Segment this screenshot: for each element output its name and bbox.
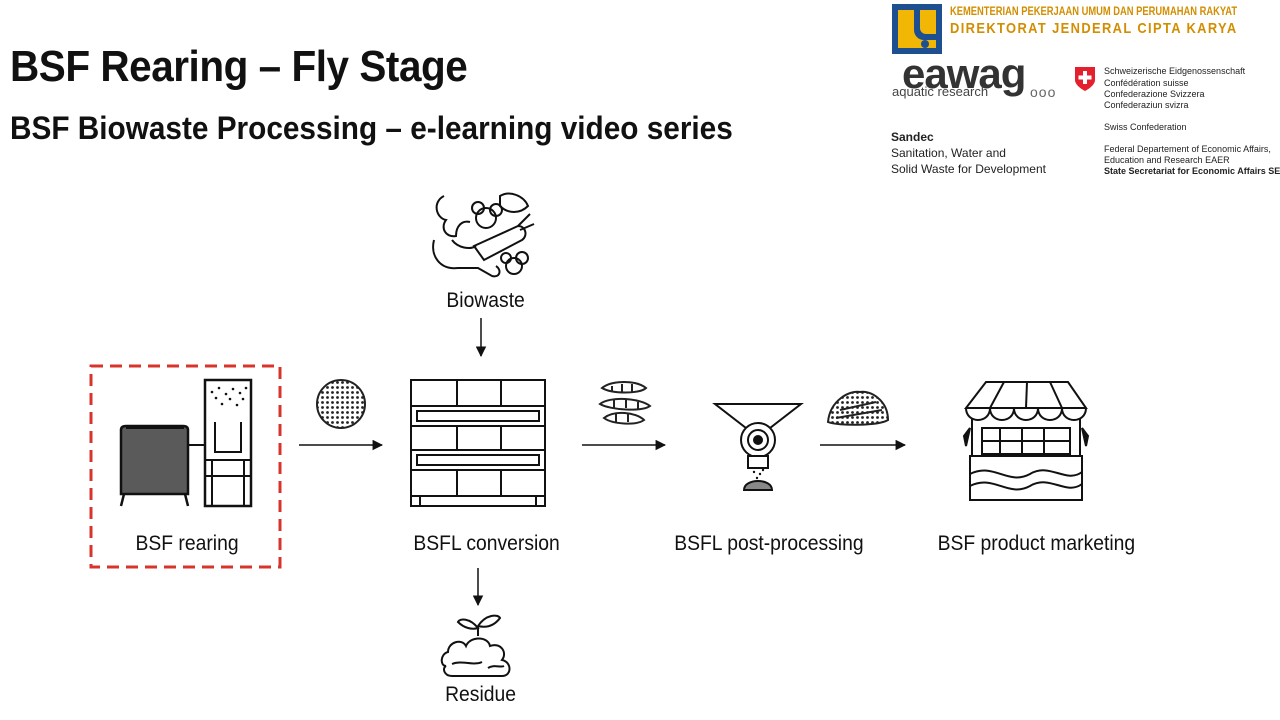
node-label-bsfl-post-processing: BSFL post-processing: [674, 532, 864, 555]
bsfl-post-processing-icon: [712, 403, 804, 491]
node-label-bsfl-conversion: BSFL conversion: [413, 532, 560, 555]
swiss-line: Swiss Confederation: [1104, 122, 1187, 132]
swiss-line: Confederazione Svizzera: [1104, 89, 1205, 99]
swiss-line: Federal Departement of Economic Affairs,: [1104, 144, 1271, 154]
sandec-description-line1: Sanitation, Water and: [891, 146, 1006, 160]
residue-icon: [440, 614, 511, 677]
page-title: BSF Rearing – Fly Stage: [10, 42, 468, 91]
sandec-description-line2: Solid Waste for Development: [891, 162, 1046, 176]
eawag-tagline: aquatic research: [892, 84, 989, 99]
bsf-eggs-icon: [316, 379, 366, 429]
swiss-line: State Secretariat for Economic Affairs S…: [1104, 166, 1280, 176]
swiss-line: Education and Research EAER: [1104, 155, 1230, 165]
market-stall-icon: [962, 381, 1090, 501]
ministry-name-line1: KEMENTERIAN PEKERJAAN UMUM DAN PERUMAHAN…: [950, 4, 1238, 18]
active-stage-highlight: [89, 364, 282, 569]
page-subtitle: BSF Biowaste Processing – e-learning vid…: [10, 110, 733, 146]
node-label-bsf-product-marketing: BSF product marketing: [937, 532, 1136, 555]
sandec-name: Sandec: [891, 130, 934, 144]
biowaste-icon: [432, 192, 535, 278]
bsf-rearing-icon: [119, 378, 253, 508]
swiss-shield-icon: [1075, 67, 1095, 91]
node-label-bsf-rearing: BSF rearing: [135, 532, 239, 555]
swiss-line: Confédération suisse: [1104, 78, 1189, 88]
larvae-icon: [598, 381, 652, 425]
swiss-line: Schweizerische Eidgenossenschaft: [1104, 66, 1246, 76]
swiss-line: Confederaziun svizra: [1104, 100, 1189, 110]
bsf-product-icon: [826, 390, 890, 426]
ministry-logo-icon: [892, 4, 942, 54]
eawag-wordmark: eawag: [902, 50, 1026, 97]
bsfl-conversion-icon: [410, 379, 546, 507]
node-label-residue: Residue: [445, 683, 516, 706]
ministry-name-line2: DIREKTORAT JENDERAL CIPTA KARYA: [950, 20, 1238, 37]
eawag-dots: ooo: [1030, 84, 1057, 100]
node-label-biowaste: Biowaste: [446, 289, 525, 312]
